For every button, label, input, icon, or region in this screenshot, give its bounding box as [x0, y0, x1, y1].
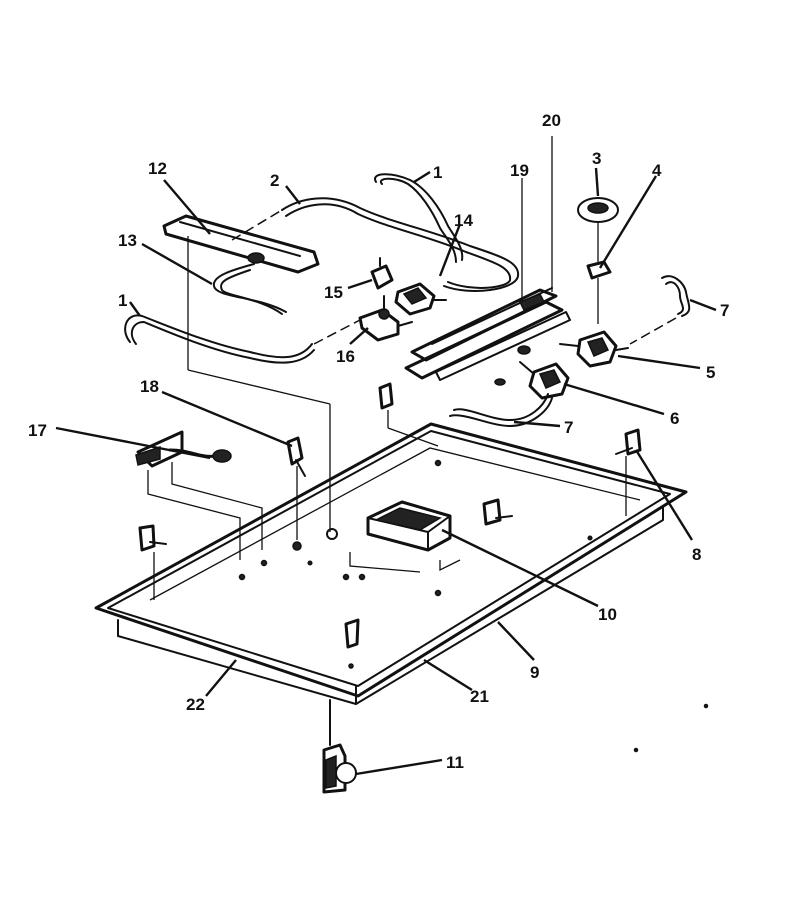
tube-1-bottom [124, 314, 361, 364]
callout-8: 8 [692, 545, 701, 564]
leader-lines [55, 167, 717, 776]
valve-14 [394, 282, 447, 316]
callout-15: 15 [324, 283, 343, 302]
tube-7-bottom [449, 393, 553, 427]
base-pan [94, 422, 688, 705]
stray-mark-1 [703, 703, 709, 709]
callout-1-left: 1 [118, 291, 127, 310]
tube-13 [212, 263, 287, 315]
callout-20: 20 [542, 111, 561, 130]
callout-17: 17 [28, 421, 47, 440]
tube-1-top [374, 173, 464, 263]
valve-5 [559, 330, 629, 368]
tube-7-right [629, 275, 691, 345]
clip-near-10 [482, 498, 513, 526]
callout-21: 21 [470, 687, 489, 706]
callout-5: 5 [706, 363, 715, 382]
callout-7-right: 7 [720, 301, 729, 320]
callout-12: 12 [148, 159, 167, 178]
callout-labels: 1 1 2 3 4 5 6 7 7 8 9 10 11 12 13 14 15 … [28, 111, 729, 772]
left-clip [138, 524, 167, 600]
valve-16 [358, 295, 413, 342]
callout-18: 18 [140, 377, 159, 396]
stray-mark-2 [633, 747, 639, 753]
bottom-valve [322, 699, 357, 794]
callout-4: 4 [652, 161, 662, 180]
callout-13: 13 [118, 231, 137, 250]
callout-2: 2 [270, 171, 279, 190]
clip-8 [615, 428, 642, 516]
valve-6 [519, 361, 570, 400]
callout-19: 19 [510, 161, 529, 180]
clip-left-of-7 [378, 382, 439, 447]
ignitor-18 [286, 436, 306, 540]
callout-1-top: 1 [433, 163, 442, 182]
callout-3: 3 [592, 149, 601, 168]
callout-14: 14 [454, 211, 473, 230]
callout-7-lower: 7 [564, 418, 573, 437]
knob-3 [577, 197, 619, 262]
burner-rails [404, 136, 571, 386]
valve-15 [370, 257, 394, 290]
callout-6: 6 [670, 409, 679, 428]
callout-16: 16 [336, 347, 355, 366]
pan-front-bracket [344, 618, 360, 669]
clip-4 [586, 260, 612, 324]
callout-11: 11 [446, 753, 464, 772]
callout-10: 10 [598, 605, 617, 624]
burner-bar-12 [162, 214, 331, 532]
callout-22: 22 [186, 695, 205, 714]
callout-9: 9 [530, 663, 539, 682]
control-module [349, 500, 461, 573]
